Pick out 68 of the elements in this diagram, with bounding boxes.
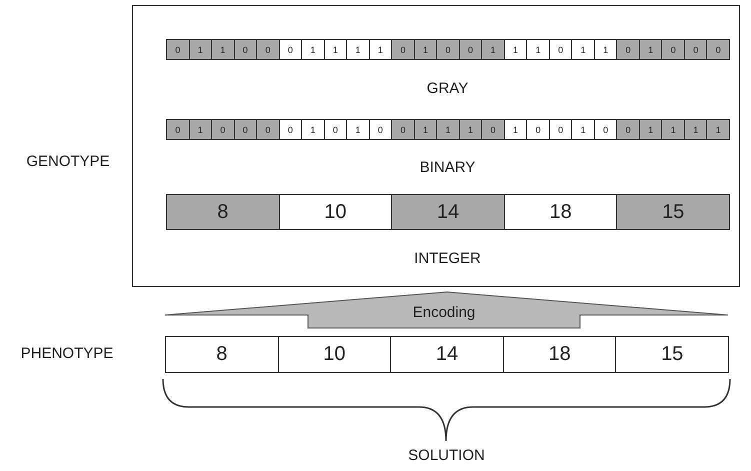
bit-cell: 1 [346, 119, 370, 140]
bit-cell: 1 [414, 119, 438, 140]
genotype-box [132, 5, 740, 287]
integer-cell: 14 [391, 194, 505, 230]
bit-cell: 0 [166, 39, 190, 60]
bit-cell: 0 [211, 119, 235, 140]
bit-cell: 0 [278, 39, 302, 60]
integer-cell: 18 [504, 194, 618, 230]
bit-cell: 0 [256, 119, 280, 140]
phenotype-label: PHENOTYPE [20, 345, 114, 362]
phenotype-cell: 15 [615, 336, 729, 373]
bit-cell: 0 [234, 39, 258, 60]
bit-cell: 1 [571, 119, 595, 140]
bit-cell: 1 [346, 39, 370, 60]
bit-cell: 0 [661, 39, 685, 60]
bit-cell: 0 [436, 39, 460, 60]
bit-cell: 0 [166, 119, 190, 140]
bit-cell: 1 [504, 39, 528, 60]
bit-cell: 1 [571, 39, 595, 60]
bit-cell: 1 [481, 39, 505, 60]
bit-cell: 0 [616, 39, 640, 60]
bit-cell: 0 [616, 119, 640, 140]
phenotype-cell: 18 [502, 336, 616, 373]
bit-cell: 1 [638, 119, 662, 140]
phenotype-cell: 14 [390, 336, 504, 373]
bit-cell: 0 [548, 119, 572, 140]
bit-cell: 1 [706, 119, 730, 140]
bit-cell: 1 [436, 119, 460, 140]
bit-cell: 0 [324, 119, 348, 140]
bit-cell: 1 [594, 39, 618, 60]
bit-cell: 1 [526, 39, 550, 60]
encoding-label: Encoding [412, 304, 476, 321]
bit-cell: 1 [301, 119, 325, 140]
bit-cell: 1 [324, 39, 348, 60]
phenotype-cell: 10 [278, 336, 392, 373]
bit-cell: 1 [661, 119, 685, 140]
integer-cell: 8 [166, 194, 280, 230]
bit-cell: 1 [188, 39, 212, 60]
bit-cell: 0 [234, 119, 258, 140]
bit-cell: 0 [391, 119, 415, 140]
bit-cell: 0 [706, 39, 730, 60]
bit-cell: 1 [504, 119, 528, 140]
bit-cell: 1 [188, 119, 212, 140]
bit-cell: 0 [256, 39, 280, 60]
integer-cell: 15 [616, 194, 730, 230]
solution-label: SOLUTION [407, 447, 486, 464]
row-caption: BINARY [418, 159, 476, 176]
bit-cell: 1 [301, 39, 325, 60]
bit-cell: 1 [414, 39, 438, 60]
bit-cell: 0 [391, 39, 415, 60]
bit-cell: 1 [211, 39, 235, 60]
row-caption: GRAY [426, 80, 470, 97]
bit-cell: 0 [278, 119, 302, 140]
bit-cell: 0 [548, 39, 572, 60]
bit-cell: 0 [481, 119, 505, 140]
bit-cell: 1 [638, 39, 662, 60]
bit-cell: 0 [526, 119, 550, 140]
bit-cell: 0 [594, 119, 618, 140]
row-caption: INTEGER [413, 250, 482, 267]
bit-cell: 1 [684, 119, 708, 140]
bit-cell: 0 [368, 119, 392, 140]
bit-cell: 1 [368, 39, 392, 60]
genotype-heading: GENOTYPE [25, 153, 111, 170]
bit-cell: 1 [458, 119, 482, 140]
bit-cell: 0 [684, 39, 708, 60]
phenotype-cell: 8 [165, 336, 279, 373]
integer-cell: 10 [278, 194, 392, 230]
bit-cell: 0 [458, 39, 482, 60]
